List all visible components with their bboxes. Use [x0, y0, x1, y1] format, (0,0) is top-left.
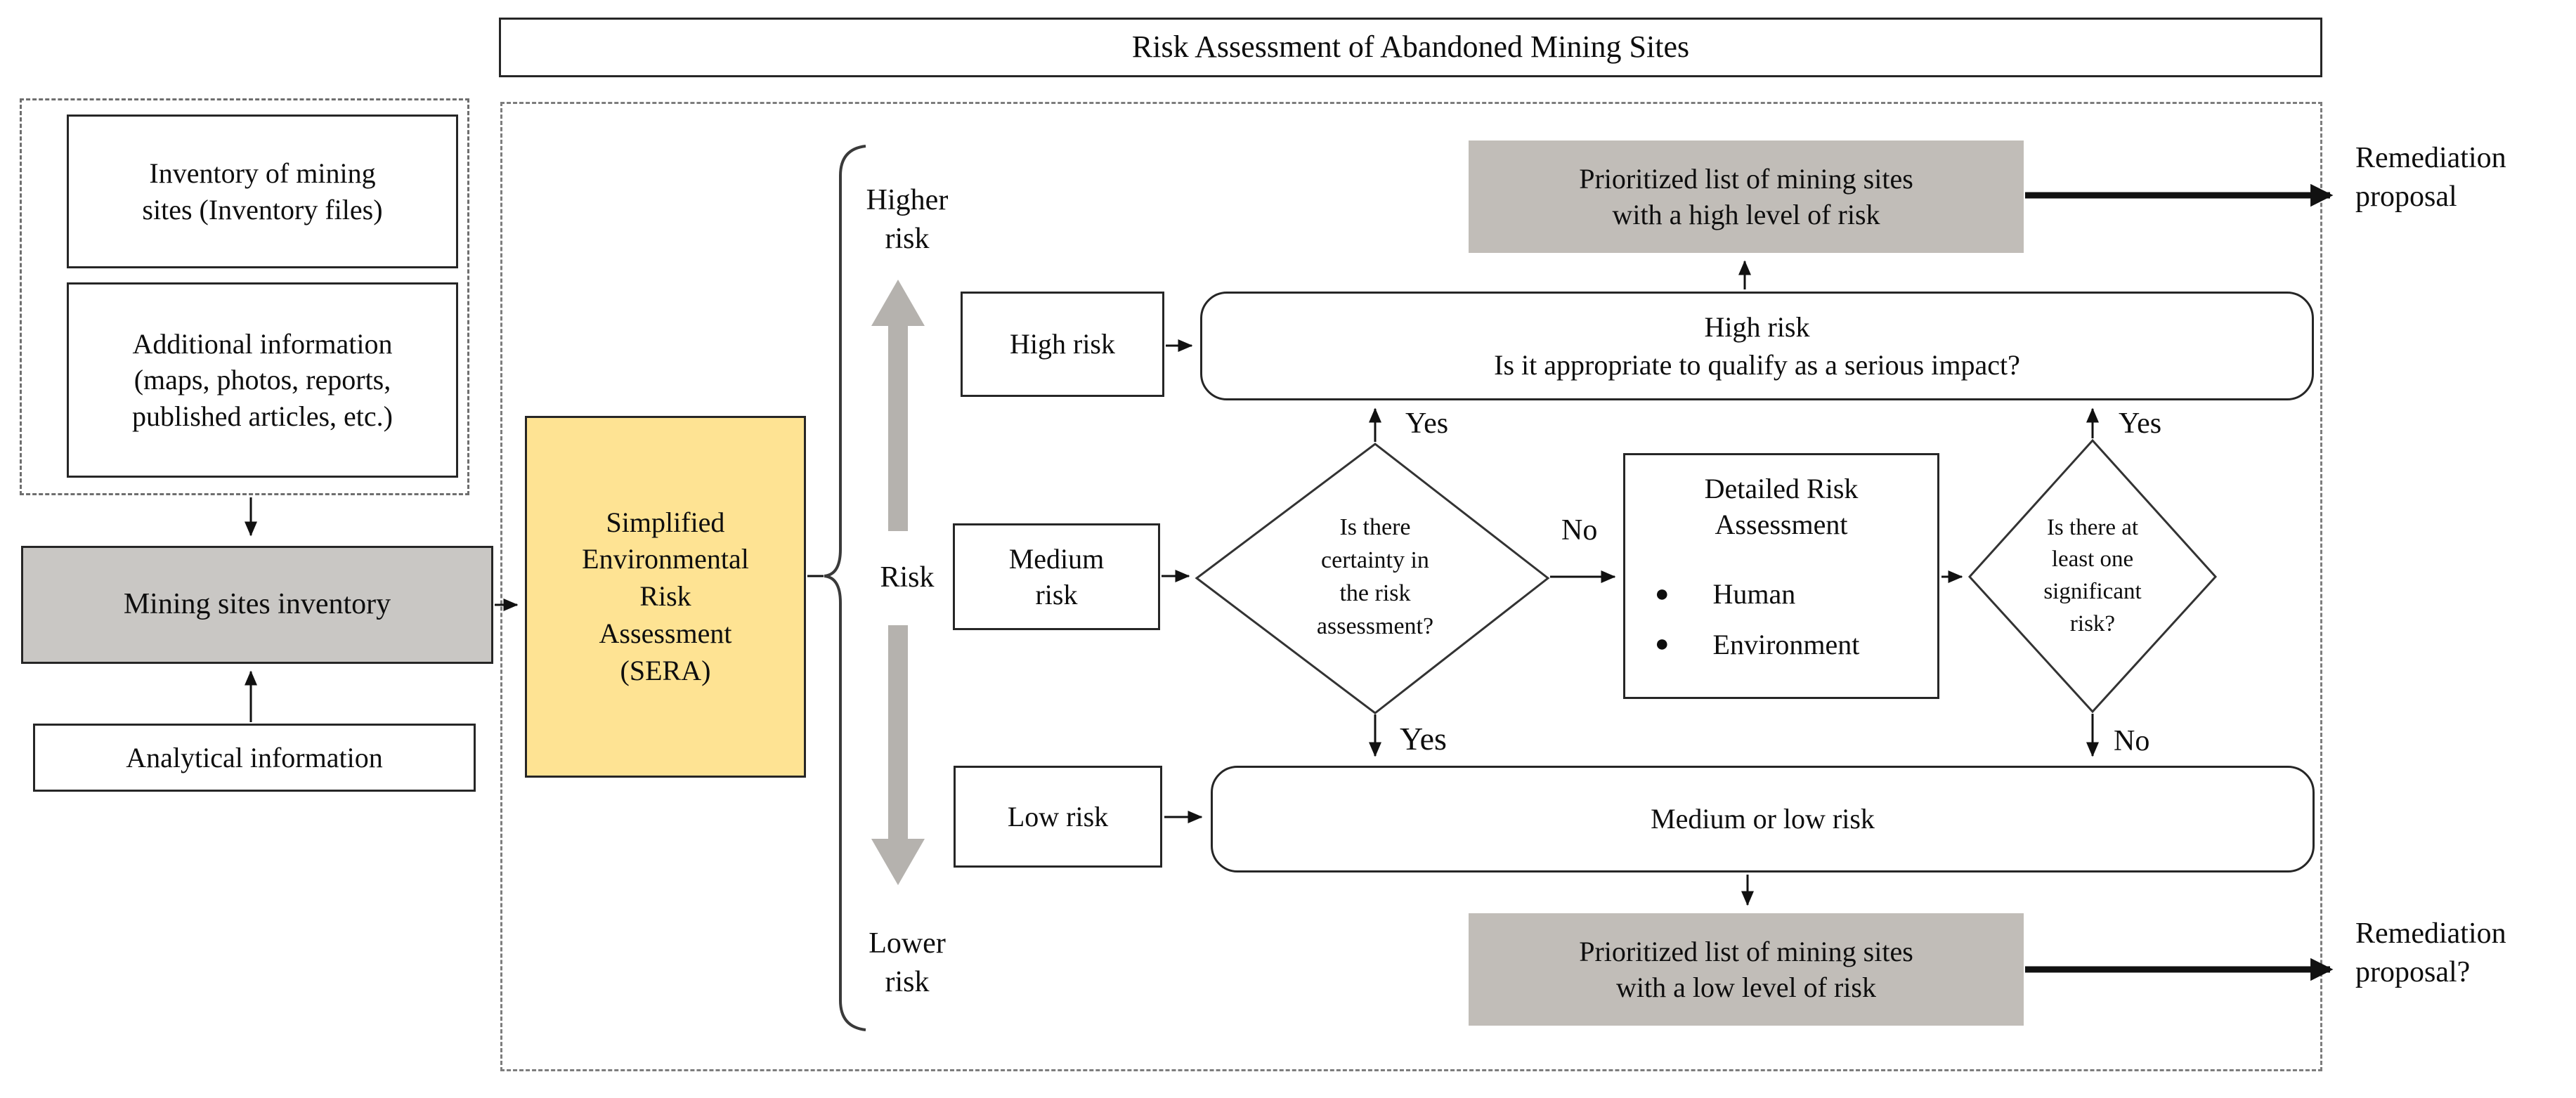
additional-information-box: Additional information (maps, photos, re… — [67, 282, 458, 478]
lower-risk-label: Lower risk — [869, 927, 946, 998]
risk-axis-label: Risk — [880, 561, 935, 594]
bullet-item-environment: ● Environment — [1625, 627, 1937, 662]
detailed-risk-assessment-box: Detailed Risk Assessment ● Human ● Envir… — [1623, 453, 1939, 699]
high-risk-question-box: High risk Is it appropriate to qualify a… — [1200, 292, 2314, 400]
inventory-files-box: Inventory of mining sites (Inventory fil… — [67, 115, 458, 268]
diagram-title: Risk Assessment of Abandoned Mining Site… — [499, 18, 2322, 77]
bullet-icon: ● — [1655, 631, 1670, 658]
prioritized-low-list-box: Prioritized list of mining sites with a … — [1469, 913, 2024, 1026]
prioritized-high-list-box: Prioritized list of mining sites with a … — [1469, 140, 2024, 253]
higher-risk-label: Higher risk — [866, 184, 949, 255]
bullet-label: Human — [1712, 578, 1796, 610]
low-risk-level-box: Low risk — [954, 766, 1162, 868]
yes-label-certainty-down: Yes — [1400, 721, 1447, 757]
no-label-certainty-right: No — [1561, 514, 1598, 547]
high-risk-level-box: High risk — [961, 292, 1164, 397]
analytical-information-box: Analytical information — [33, 724, 476, 792]
yes-label-significant-up: Yes — [2119, 407, 2162, 440]
no-label-significant-down: No — [2114, 725, 2150, 757]
medium-or-low-risk-box: Medium or low risk — [1211, 766, 2315, 872]
significant-diamond-text: Is there at least one significant risk? — [2043, 514, 2142, 636]
input-data-dashed-container — [20, 98, 469, 495]
bullet-label: Environment — [1712, 628, 1860, 660]
sera-process-dashed-container — [500, 102, 2322, 1071]
detailed-assessment-bullet-list: ● Human ● Environment — [1625, 576, 1937, 662]
mining-sites-inventory-box: Mining sites inventory — [21, 546, 493, 664]
bullet-icon: ● — [1655, 580, 1670, 607]
bullet-item-human: ● Human — [1625, 576, 1937, 612]
yes-label-certainty-up: Yes — [1405, 407, 1449, 440]
detailed-risk-assessment-title: Detailed Risk Assessment — [1704, 473, 1859, 541]
remediation-proposal-label: Remediation proposal — [2355, 142, 2506, 213]
remediation-proposal-question-label: Remediation proposal? — [2355, 917, 2506, 988]
sera-box: Simplified Environmental Risk Assessment… — [525, 416, 806, 778]
medium-risk-level-box: Medium risk — [953, 523, 1160, 630]
certainty-diamond-text: Is there certainty in the risk assessmen… — [1316, 514, 1434, 639]
